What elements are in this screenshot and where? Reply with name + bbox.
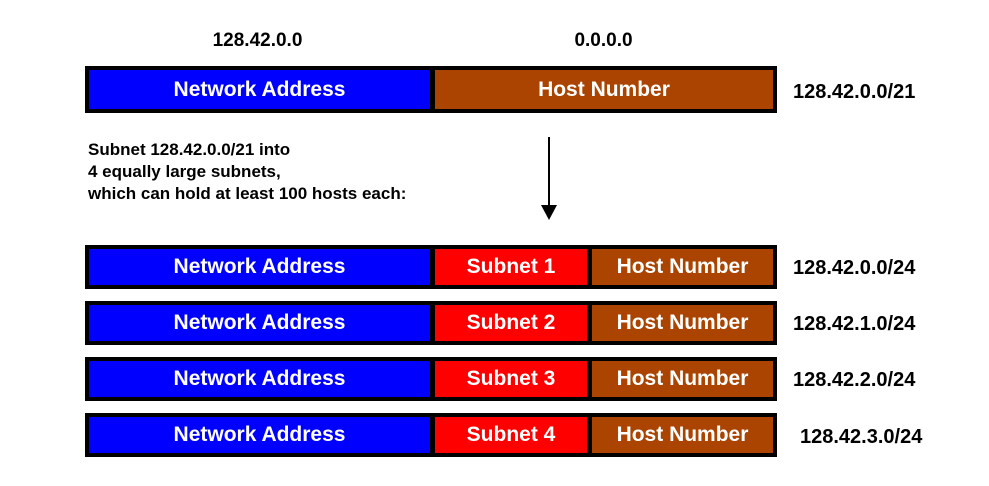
host-number-segment: Host Number [592, 417, 773, 453]
host-number-segment: Host Number [592, 249, 773, 285]
subnet-id-segment: Subnet 2 [435, 305, 587, 341]
arrow-head [541, 205, 557, 220]
subnet-3-cidr-label: 128.42.2.0/24 [793, 369, 916, 391]
subnet-id-segment: Subnet 4 [435, 417, 587, 453]
subnet-2-cidr-label: 128.42.1.0/24 [793, 313, 916, 335]
network-address-segment: Network Address [89, 305, 430, 341]
instruction-line-2: 4 equally large subnets, [88, 162, 281, 181]
host-number-segment: Host Number [435, 70, 773, 109]
subnet-bar-2: Network Address Subnet 2 Host Number [85, 301, 777, 345]
subnet-bar-4: Network Address Subnet 4 Host Number [85, 413, 777, 457]
subnet-1-cidr-label: 128.42.0.0/24 [793, 257, 916, 279]
subnet-bar-1: Network Address Subnet 1 Host Number [85, 245, 777, 289]
subnet-bar-3: Network Address Subnet 3 Host Number [85, 357, 777, 401]
network-address-segment: Network Address [89, 249, 430, 285]
subnet-id-segment: Subnet 1 [435, 249, 587, 285]
subnet-4-cidr-label: 128.42.3.0/24 [800, 426, 923, 448]
network-address-value-label: 128.42.0.0 [212, 30, 303, 51]
instruction-line-3: which can hold at least 100 hosts each: [88, 184, 407, 203]
original-cidr-label: 128.42.0.0/21 [793, 81, 916, 103]
host-number-segment: Host Number [592, 361, 773, 397]
arrow-line [548, 137, 550, 207]
instruction-text: Subnet 128.42.0.0/21 into 4 equally larg… [88, 139, 406, 205]
subnet-id-segment: Subnet 3 [435, 361, 587, 397]
host-address-value-label: 0.0.0.0 [574, 30, 633, 51]
host-number-segment: Host Number [592, 305, 773, 341]
original-network-bar: Network Address Host Number [85, 66, 777, 113]
network-address-segment: Network Address [89, 361, 430, 397]
instruction-line-1: Subnet 128.42.0.0/21 into [88, 140, 291, 159]
network-address-segment: Network Address [89, 70, 430, 109]
network-address-segment: Network Address [89, 417, 430, 453]
